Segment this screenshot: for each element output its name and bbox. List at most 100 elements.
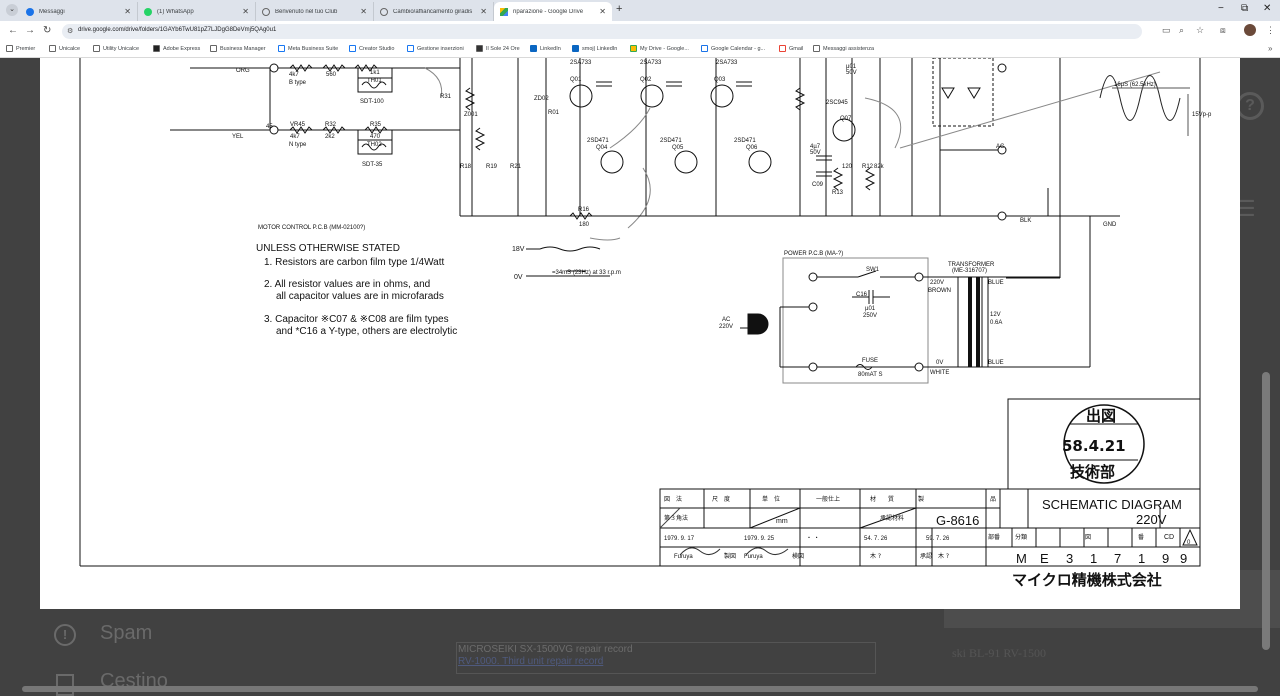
restore-icon[interactable]: ⧉ xyxy=(1241,3,1249,14)
part-label: Q01 xyxy=(570,77,582,83)
bookmark-item[interactable]: Adobe Express xyxy=(153,45,200,52)
minimize-icon[interactable]: − xyxy=(1218,3,1224,14)
bookmark-item[interactable]: Creator Studio xyxy=(349,45,394,52)
part-value: µ01 xyxy=(846,64,857,70)
browser-tab-bar: ⌄ Messaggi ✕ (1) WhatsApp ✕ Benvenuto ne… xyxy=(0,0,1280,21)
tb-code-char: M xyxy=(1016,551,1027,566)
tab-whatsapp[interactable]: (1) WhatsApp ✕ xyxy=(138,2,256,21)
tab-cambio[interactable]: Cambio/affiancamento giradis ✕ xyxy=(374,2,494,21)
part-value: 4k7 xyxy=(290,134,300,140)
star-icon[interactable]: ☆ xyxy=(1196,25,1205,35)
tb-code-char: 3 xyxy=(1066,551,1073,566)
part-label: R01 xyxy=(548,110,560,116)
tb-header: 単 位 xyxy=(762,495,780,503)
tb-cd-label: CD xyxy=(1164,534,1174,541)
tb-date: 59. 7. 26 xyxy=(926,536,950,542)
extensions-icon[interactable]: ⧈ xyxy=(1220,25,1226,35)
bookmark-item[interactable]: Unicalce xyxy=(49,45,80,52)
tab-title: Messaggi xyxy=(39,8,65,15)
meta-icon xyxy=(278,45,285,52)
close-icon[interactable]: ✕ xyxy=(242,7,249,16)
bookmark-item[interactable]: Il Sole 24 Ore xyxy=(476,45,520,52)
bookmark-item[interactable]: Utility Unicalce xyxy=(93,45,139,52)
bookmark-item[interactable]: Meta Business Suite xyxy=(278,45,338,52)
vertical-scrollbar[interactable] xyxy=(1262,372,1270,650)
note-2b: all capacitor values are in microfarads xyxy=(276,291,444,302)
wire-label-yel: YEL xyxy=(232,134,244,140)
tb-sign-label: 検図 xyxy=(792,552,804,560)
part-label: R12 xyxy=(862,164,874,170)
file-preview-card[interactable] xyxy=(456,642,876,674)
stamp-date: 58.4.21 xyxy=(1062,437,1126,455)
tb-fig-label: 図 xyxy=(1085,534,1091,541)
reload-icon[interactable]: ↻ xyxy=(43,25,52,36)
bookmark-label: smoj| LinkedIn xyxy=(582,45,618,52)
bookmark-item[interactable]: smoj| LinkedIn xyxy=(572,45,617,52)
bookmark-label: My Drive - Google... xyxy=(640,45,689,52)
part-value: 80mAT S xyxy=(858,372,882,378)
part-type: 2SD471 xyxy=(587,138,609,144)
site-info-icon[interactable]: ⚙ xyxy=(67,28,74,35)
tb-date: ・ ・ xyxy=(806,536,820,542)
bookmark-label: Adobe Express xyxy=(163,45,201,52)
part-value: 250V xyxy=(863,313,877,319)
close-icon[interactable]: ✕ xyxy=(360,7,367,16)
meta-icon xyxy=(349,45,356,52)
tab-title: Cambio/affiancamento giradis xyxy=(393,8,473,15)
file-preview-link[interactable]: RV-1000. Third unit repair record xyxy=(458,656,604,667)
part-value: 50V xyxy=(846,70,857,76)
forward-arrow-icon[interactable]: → xyxy=(25,25,35,36)
close-icon[interactable]: ✕ xyxy=(480,7,487,16)
close-icon[interactable]: ✕ xyxy=(124,7,131,16)
linkedin-icon xyxy=(572,45,579,52)
motor-pcb-label: MOTOR CONTROL P.C.B (MM-02100?) xyxy=(258,225,365,231)
bookmarks-overflow-icon[interactable]: » xyxy=(1268,44,1273,53)
tb-material-note: 承認材料 xyxy=(880,514,904,522)
spam-icon: ! xyxy=(54,624,76,646)
sine-amplitude: 15Vp-p xyxy=(1192,112,1212,118)
bookmark-item[interactable]: Gestione inserzioni xyxy=(407,45,464,52)
tab-search-button[interactable]: ⌄ xyxy=(6,4,18,16)
tab-messaggi[interactable]: Messaggi ✕ xyxy=(20,2,138,21)
part-value: 2k2 xyxy=(325,134,335,140)
tb-num-label: 番 xyxy=(1138,534,1144,541)
back-arrow-icon[interactable]: ← xyxy=(8,25,18,36)
terminal-label-45: 45 xyxy=(266,124,273,130)
wire-label-org: ORG xyxy=(236,68,250,74)
sidebar-item-spam[interactable]: Spam xyxy=(100,622,153,644)
bookmark-item[interactable]: Business Manager xyxy=(210,45,266,52)
horizontal-scrollbar[interactable] xyxy=(22,686,1258,692)
part-value: 4µ7 xyxy=(810,144,821,150)
tab-google-drive[interactable]: riparazione - Google Drive ✕ xyxy=(494,2,612,21)
menu-dots-icon[interactable]: ⋮ xyxy=(1266,25,1275,35)
part-label: R13 xyxy=(832,190,844,196)
bookmark-item[interactable]: Messaggi assistenza xyxy=(813,45,874,52)
bookmark-item[interactable]: LinkedIn xyxy=(530,45,561,52)
cast-icon[interactable]: ▭ xyxy=(1162,25,1171,35)
close-icon[interactable]: ✕ xyxy=(599,7,606,16)
wire-label: WHITE xyxy=(930,370,949,376)
bookmark-item[interactable]: Google Calendar - g... xyxy=(701,45,765,52)
window-close-icon[interactable]: ✕ xyxy=(1263,3,1272,14)
globe-icon xyxy=(380,7,388,16)
bookmark-item[interactable]: Gmail xyxy=(779,45,803,52)
terminal-label-ac: AC xyxy=(996,144,1005,150)
part-label: VR45 xyxy=(290,122,306,128)
plug-voltage: 220V xyxy=(719,324,733,330)
whatsapp-icon xyxy=(144,7,152,16)
bookmark-item[interactable]: Premier xyxy=(6,45,35,52)
trash-icon xyxy=(56,674,74,696)
profile-avatar[interactable] xyxy=(1244,24,1256,36)
new-tab-icon[interactable]: + xyxy=(616,3,623,15)
bookmark-item[interactable]: My Drive - Google... xyxy=(630,45,689,52)
zoom-icon[interactable]: ⌕ xyxy=(1179,25,1185,35)
tab-club[interactable]: Benvenuto nel tuo Club ✕ xyxy=(256,2,374,21)
menu-icon[interactable]: ☰ xyxy=(1236,196,1256,221)
help-icon[interactable]: ? xyxy=(1236,92,1264,120)
address-bar[interactable]: ⚙ drive.google.com/drive/folders/1GAYb6T… xyxy=(62,24,1142,39)
bookmark-label: Creator Studio xyxy=(359,45,395,52)
gmail-icon xyxy=(779,45,786,52)
tb-subtitle: 220V xyxy=(1136,512,1167,527)
sine-frequency: 16µS (62.5kHz) xyxy=(1114,82,1156,88)
part-label: Z001 xyxy=(464,112,478,118)
